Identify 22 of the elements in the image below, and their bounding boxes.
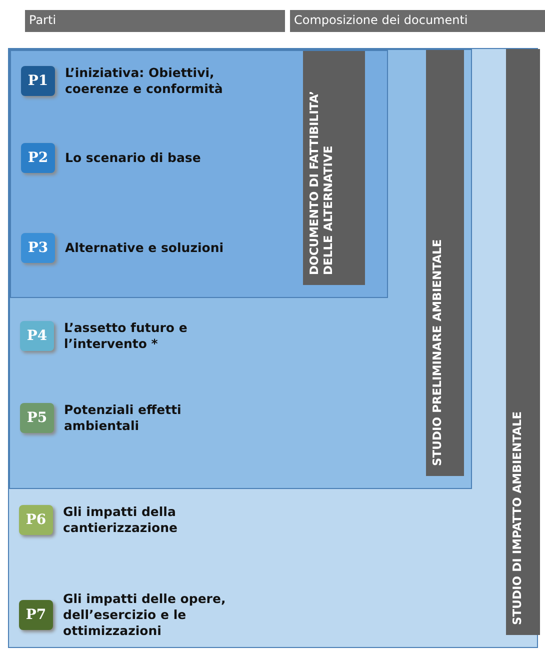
part-description: Gli impatti delle opere, dell’esercizio e le ottimizzazioni [63,591,227,639]
part-badge: P3 [21,233,55,263]
vertical-label: STUDIO PRELIMINARE AMBIENTALE [426,50,464,476]
header-bar: Parti [25,10,285,32]
part-description: L’iniziativa: Obiettivi, coerenze e conformità [65,65,224,97]
part-badge: P7 [19,600,53,630]
part-badge: P2 [21,143,55,173]
document-region [8,48,538,648]
part-badge: P6 [19,505,53,535]
document-region [9,49,472,489]
part-description: L’assetto futuro e l’intervento * [64,320,188,352]
document-region [10,50,388,298]
part-badge: P1 [21,66,55,96]
part-description: Potenziali effetti ambientali [64,402,182,434]
part-badge: P4 [20,321,54,351]
part-badge: P5 [20,403,54,433]
vertical-label: STUDIO DI IMPATTO AMBIENTALE [506,49,540,635]
header-bar: Composizione dei documenti [290,10,545,32]
part-description: Gli impatti della cantierizzazione [63,504,178,536]
part-description: Alternative e soluzioni [65,240,225,256]
vertical-label: DOCUMENTO DI FATTIBILITA’ DELLE ALTERNATIVE [303,51,365,285]
part-description: Lo scenario di base [65,150,202,166]
